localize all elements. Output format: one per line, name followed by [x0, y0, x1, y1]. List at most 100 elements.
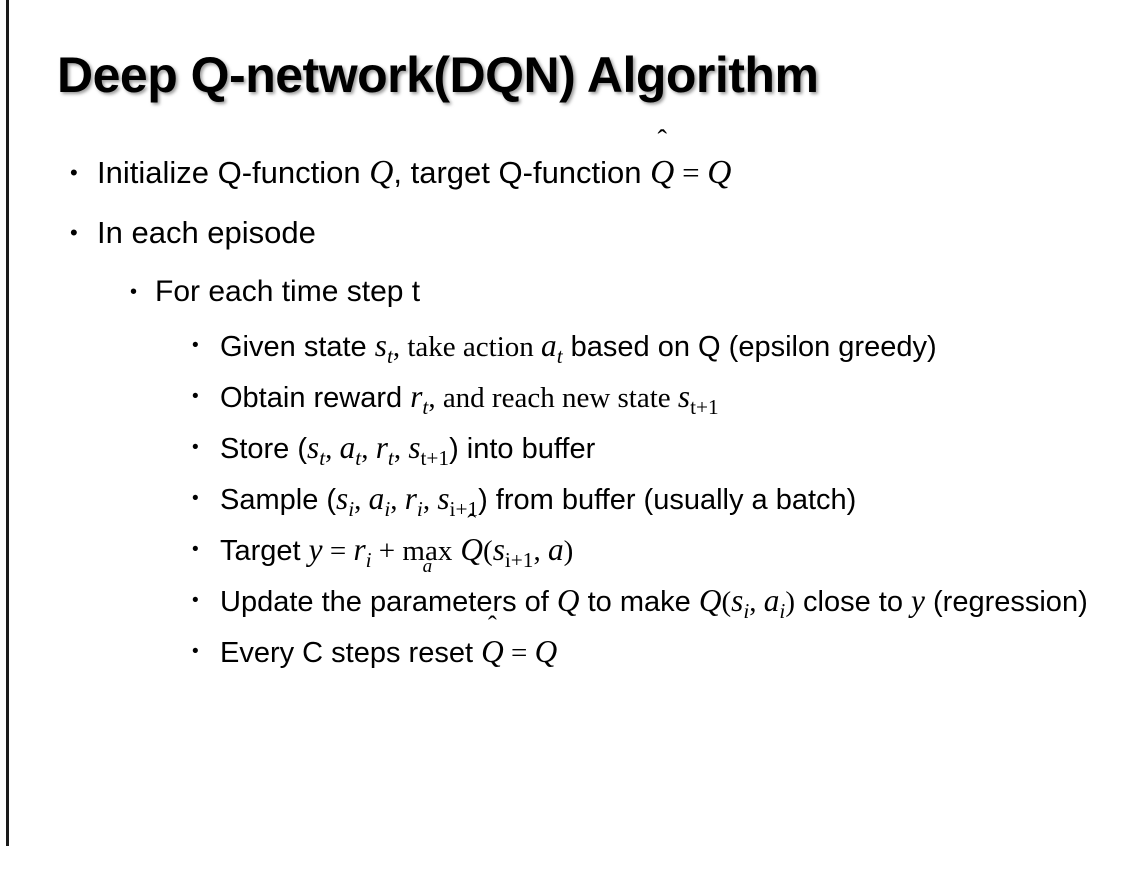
bullet-marker: • — [192, 488, 199, 509]
slide-frame-left-line — [6, 0, 9, 846]
list-item-text: Sample (si, ai, ri, si+1) from buffer (u… — [220, 474, 1096, 525]
math-symbol: a — [763, 583, 780, 618]
list-item-given-state: • Given state st, take action at based o… — [0, 321, 1124, 372]
list-item-text: Given state st, take action at based on … — [220, 321, 1096, 372]
list-item-text: Obtain reward rt, and reach new state st… — [220, 372, 1096, 423]
list-item-sample: • Sample (si, ai, ri, si+1) from buffer … — [0, 474, 1124, 525]
bullet-marker: • — [192, 539, 199, 560]
math-equals: = — [674, 155, 708, 190]
math-var-q-hat: ̂Q — [650, 143, 674, 203]
text-fragment: , take action — [392, 331, 542, 363]
math-subscript-i: i — [384, 496, 391, 521]
math-rparen: ) — [785, 586, 795, 618]
list-item-update: • Update the parameters of Q to make Q(s… — [0, 576, 1124, 627]
bullet-marker: • — [70, 160, 78, 185]
math-symbol: s — [374, 328, 387, 363]
math-var-a: at — [339, 430, 362, 468]
math-var-s: si+1 — [437, 481, 478, 519]
bullet-marker: • — [130, 281, 138, 303]
math-var-s: si — [731, 583, 749, 621]
math-symbol: a — [339, 430, 356, 465]
math-var-q: Q — [556, 583, 580, 618]
bullet-marker: • — [192, 641, 199, 662]
math-symbol: s — [492, 532, 505, 567]
bullet-marker: • — [192, 590, 199, 611]
list-item-initialize: • Initialize Q-function Q, target Q-func… — [0, 143, 1124, 203]
math-symbol: s — [336, 481, 349, 516]
math-subscript-i: i — [416, 496, 423, 521]
math-max-label: max — [402, 535, 453, 567]
math-symbol: s — [437, 481, 450, 516]
math-var-s: st+1 — [408, 430, 449, 468]
math-var-y: y — [911, 583, 925, 618]
math-var-s: st — [374, 328, 393, 366]
math-subscript-t-plus-1: t+1 — [420, 445, 450, 470]
math-var-q: Q — [707, 154, 732, 191]
text-fragment: close to — [794, 586, 912, 618]
math-subscript-i: i — [365, 547, 372, 572]
math-var-q: Q — [369, 154, 394, 191]
math-var-s: si — [336, 481, 354, 519]
math-subscript-t: t — [422, 394, 429, 419]
math-subscript-i-plus-1: i+1 — [504, 547, 534, 572]
math-subscript-i: i — [743, 598, 750, 623]
text-fragment: Target — [220, 535, 309, 567]
list-item-text: Store (st, at, rt, st+1) into buffer — [220, 423, 1096, 474]
math-subscript-i-plus-1: i+1 — [449, 496, 479, 521]
math-equals: = — [503, 637, 535, 669]
bullet-list: • Initialize Q-function Q, target Q-func… — [0, 143, 1124, 678]
math-symbol: r — [404, 481, 417, 516]
text-fragment: ) into buffer — [449, 433, 596, 465]
list-item-text: In each episode — [97, 215, 316, 250]
bullet-marker: • — [70, 220, 78, 245]
bullet-marker: • — [192, 386, 199, 407]
list-item-text: Update the parameters of Q to make Q(si,… — [220, 576, 1096, 627]
math-comma: , — [361, 433, 376, 465]
math-subscript-t: t — [556, 343, 563, 368]
text-fragment: Initialize Q-function — [97, 155, 370, 190]
list-item-in-each-episode: • In each episode — [0, 203, 1124, 263]
math-subscript-t: t — [355, 445, 362, 470]
math-var-s: st+1 — [677, 379, 719, 417]
math-symbol: a — [368, 481, 385, 516]
list-item-reset-target: • Every C steps reset ̂Q = Q — [0, 627, 1124, 678]
math-plus: + — [371, 535, 403, 567]
text-fragment: Every C steps reset — [220, 637, 482, 669]
math-var-r: ri — [353, 532, 371, 570]
math-comma: , — [390, 484, 405, 516]
math-symbol: r — [353, 532, 366, 567]
text-fragment: to make — [579, 586, 699, 618]
math-var-q: Q — [460, 532, 484, 567]
math-symbol: a — [541, 328, 557, 363]
math-var-y: y — [308, 532, 323, 567]
math-subscript-t-plus-1: t+1 — [690, 394, 719, 419]
math-comma: , — [393, 433, 409, 465]
math-max-subscript-a: a — [422, 555, 433, 577]
math-comma: , — [749, 586, 764, 618]
list-item-obtain-reward: • Obtain reward rt, and reach new state … — [0, 372, 1124, 423]
math-subscript-i: i — [348, 496, 355, 521]
text-fragment: (regression) — [924, 586, 1088, 618]
math-symbol: s — [677, 379, 691, 414]
math-symbol: s — [731, 583, 744, 618]
math-subscript-t: t — [387, 445, 394, 470]
math-lparen: ( — [483, 535, 493, 567]
text-fragment: Obtain reward — [220, 382, 411, 414]
math-symbol: s — [408, 430, 421, 465]
math-var-r: rt — [376, 430, 394, 468]
math-rparen: ) — [563, 535, 574, 567]
math-var-q: Q — [698, 583, 722, 618]
math-lparen: ( — [721, 586, 732, 618]
math-subscript-i: i — [779, 598, 786, 623]
text-fragment: Given state — [220, 331, 375, 363]
math-var-s: si+1 — [492, 532, 534, 570]
math-var-q: Q — [481, 634, 504, 669]
math-var-q: Q — [650, 154, 675, 191]
math-var-q-hat: ̂Q — [460, 525, 483, 576]
math-comma: , — [354, 484, 369, 516]
text-fragment: ) from buffer (usually a batch) — [478, 484, 857, 516]
list-item-text: Initialize Q-function Q, target Q-functi… — [97, 143, 1124, 203]
